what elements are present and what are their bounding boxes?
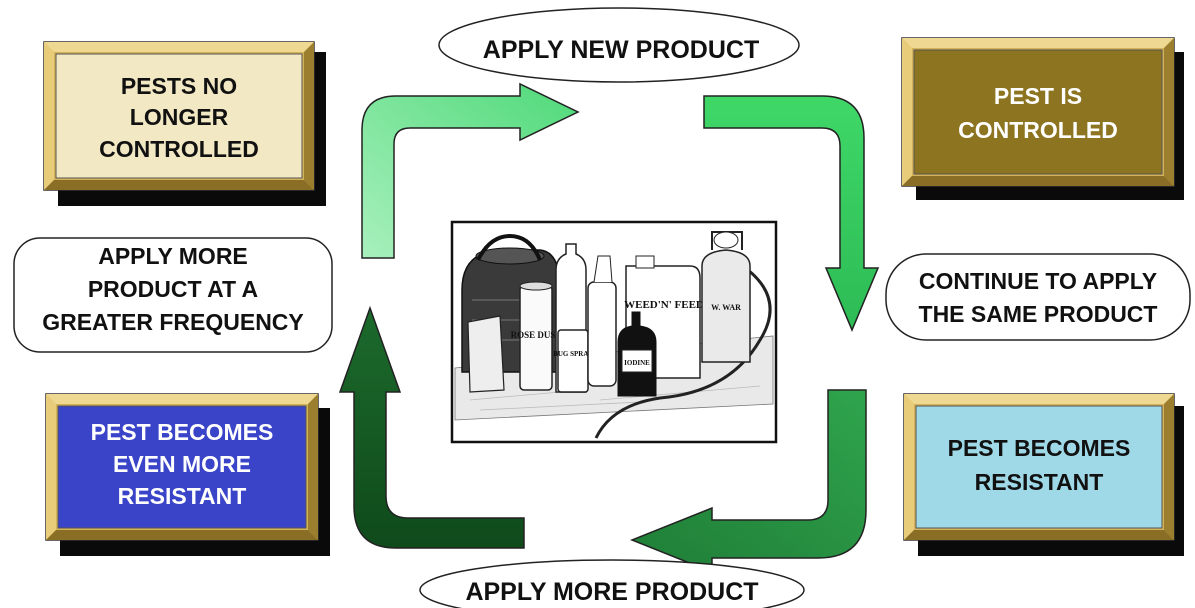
arrow-to-continue-same-product <box>703 95 880 332</box>
arrow-to-greater-frequency <box>338 305 525 549</box>
label-bottom-line-1: APPLY MORE PRODUCT <box>465 578 758 606</box>
box-tl-line-2: LONGER <box>130 104 229 130</box>
box-bl-line-2: EVEN MORE <box>113 451 251 477</box>
label-apply-more-greater-frequency: APPLY MORE PRODUCT AT A GREATER FREQUENC… <box>13 237 333 353</box>
box-tr-line-1: PEST IS <box>994 83 1082 109</box>
label-left-line-2: PRODUCT AT A <box>88 276 258 302</box>
product-label-weed-n-feed: WEED'N' FEED <box>624 299 704 311</box>
pesticide-products-illustration: ROSE DUST BUG SPRAY WEED'N' FEED IODINE … <box>450 220 778 444</box>
box-tr-line-2: CONTROLLED <box>958 117 1118 143</box>
arrow-to-apply-new-product <box>361 82 580 259</box>
product-label-iodine: IODINE <box>624 359 650 367</box>
label-top-line-1: APPLY NEW PRODUCT <box>483 36 759 64</box>
product-label-rose-dust: ROSE DUST <box>511 330 562 340</box>
product-label-w-war: W. WAR <box>711 303 741 312</box>
label-left-line-3: GREATER FREQUENCY <box>42 309 304 335</box>
box-pest-becomes-even-more-resistant: PEST BECOMES EVEN MORE RESISTANT <box>45 393 330 556</box>
label-apply-new-product: APPLY NEW PRODUCT <box>438 7 800 83</box>
label-left-line-1: APPLY MORE <box>98 243 248 269</box>
label-right-line-1: CONTINUE TO APPLY <box>919 268 1157 294</box>
box-br-line-1: PEST BECOMES <box>948 435 1131 461</box>
box-br-line-2: RESISTANT <box>975 469 1104 495</box>
box-pest-becomes-resistant: PEST BECOMES RESISTANT <box>903 393 1184 556</box>
box-tl-line-3: CONTROLLED <box>99 136 259 162</box>
box-bl-line-3: RESISTANT <box>118 483 247 509</box>
label-apply-more-product: APPLY MORE PRODUCT <box>419 559 805 608</box>
product-label-bug-spray: BUG SPRAY <box>553 350 593 358</box>
box-bl-line-1: PEST BECOMES <box>91 419 274 445</box>
label-continue-same-product: CONTINUE TO APPLY THE SAME PRODUCT <box>885 253 1191 341</box>
box-pests-no-longer-controlled: PESTS NO LONGER CONTROLLED <box>43 41 326 206</box>
label-right-line-2: THE SAME PRODUCT <box>919 301 1158 327</box>
box-pest-is-controlled: PEST IS CONTROLLED <box>901 37 1184 200</box>
box-tl-line-1: PESTS NO <box>121 73 237 99</box>
